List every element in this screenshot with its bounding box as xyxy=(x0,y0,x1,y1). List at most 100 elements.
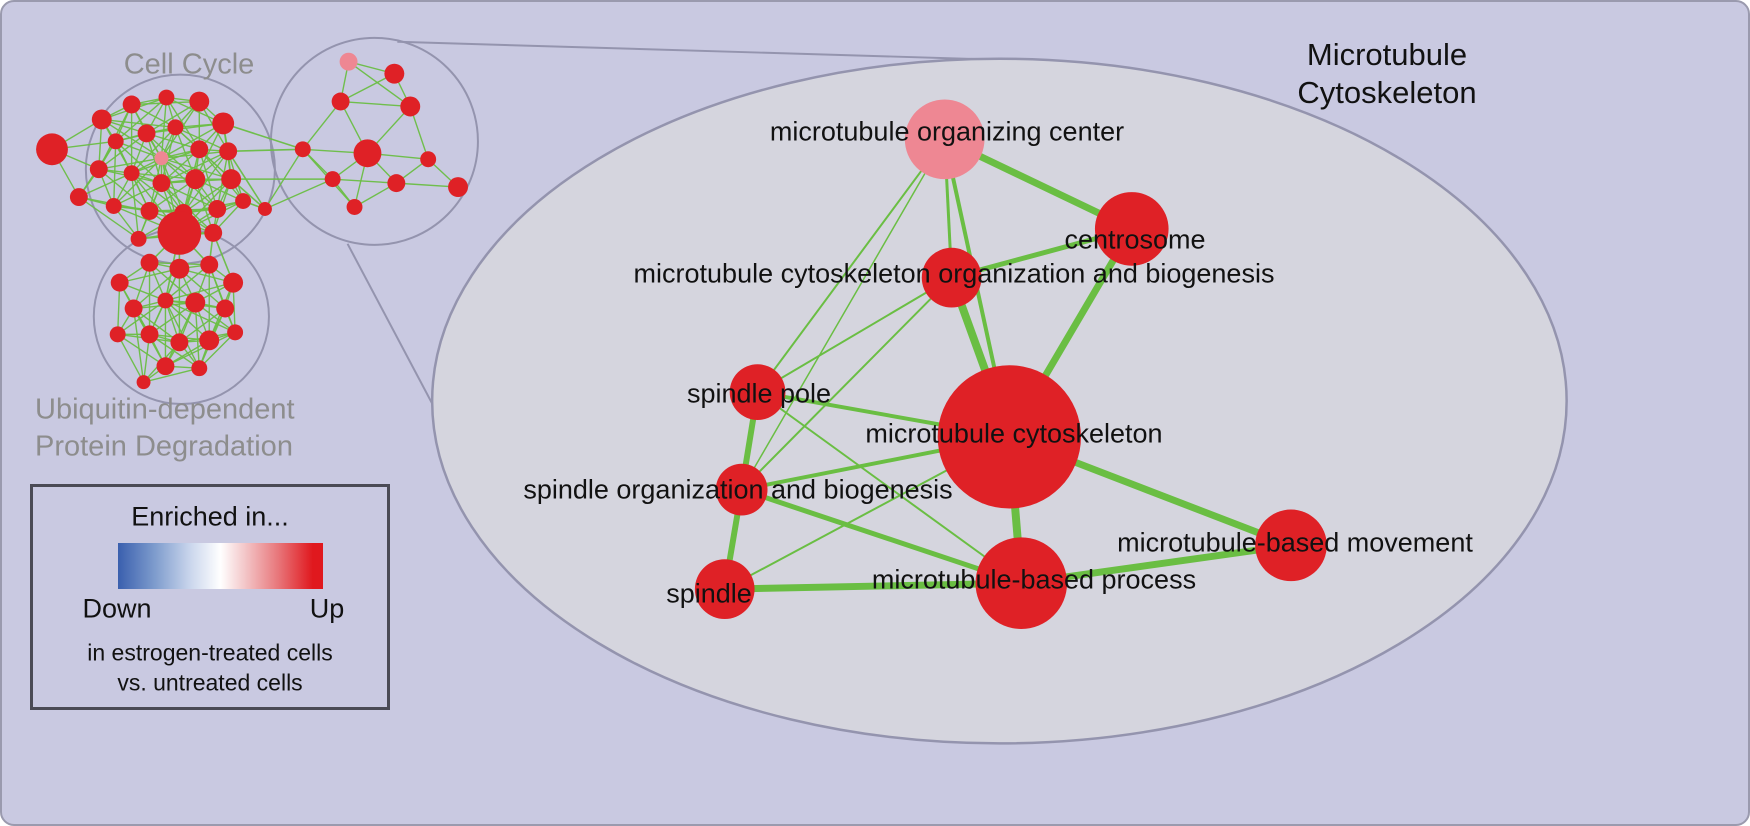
overview-node xyxy=(140,325,159,344)
overview-node xyxy=(384,63,405,84)
overview-node xyxy=(212,112,235,135)
overview-edge xyxy=(130,173,140,239)
overview-edge xyxy=(228,148,303,153)
overview-node xyxy=(122,95,141,114)
overview-node xyxy=(36,133,68,166)
overview-node xyxy=(223,272,244,293)
overview-edge xyxy=(115,97,167,142)
overview-node xyxy=(137,124,156,143)
overview-node xyxy=(216,299,235,318)
overview-edge xyxy=(161,150,229,184)
overview-node xyxy=(400,96,421,117)
overview-edge xyxy=(160,157,185,214)
zoom-edge-mtoc--spindle-pole xyxy=(756,138,946,393)
zoom-node-mtoc xyxy=(904,99,985,180)
overview-node xyxy=(227,324,244,341)
zoom-node-mt-movement xyxy=(1255,509,1327,582)
overview-node xyxy=(136,375,151,390)
overview-edge xyxy=(113,141,117,207)
overview-node xyxy=(190,140,209,159)
cluster-circle-microtubule xyxy=(269,36,479,246)
overview-edge xyxy=(131,126,176,174)
overview-node xyxy=(294,141,311,158)
overview-edge xyxy=(194,302,200,369)
overview-edge xyxy=(198,331,236,369)
overview-node xyxy=(346,199,363,215)
overview-edge xyxy=(160,127,177,184)
overview-edge xyxy=(101,118,176,129)
overview-node xyxy=(189,91,210,112)
overview-node xyxy=(152,174,171,193)
overview-node xyxy=(448,177,468,198)
overview-node xyxy=(324,171,341,188)
overview-edge xyxy=(146,132,200,150)
zoom-node-mco xyxy=(921,247,982,308)
overview-edge xyxy=(98,168,150,212)
overview-edge xyxy=(340,100,411,108)
overview-node xyxy=(91,109,112,130)
legend-down-label: Down xyxy=(82,593,152,624)
overview-node xyxy=(170,333,189,352)
overview-node xyxy=(353,139,382,168)
overview-edge xyxy=(117,334,145,383)
zoom-node-spindle xyxy=(694,559,755,619)
overview-edge xyxy=(198,148,244,202)
overview-node xyxy=(89,160,108,179)
overview-node xyxy=(339,52,358,71)
overview-node xyxy=(185,292,206,313)
overview-edge xyxy=(113,157,162,207)
legend-up-label: Up xyxy=(309,593,345,624)
overview-edge xyxy=(178,268,226,310)
overview-edge xyxy=(332,178,397,184)
overview-edge xyxy=(175,126,229,152)
overview-edge xyxy=(132,308,145,383)
overview-node xyxy=(169,258,190,279)
zoom-node-centrosome xyxy=(1094,192,1169,266)
zoom-node-spindle-pole xyxy=(729,364,786,420)
overview-edge xyxy=(182,150,229,214)
overview-node xyxy=(105,198,122,214)
overview-node xyxy=(199,330,220,351)
overview-edge xyxy=(165,331,236,367)
overview-node xyxy=(124,299,143,318)
zoom-node-mt-process xyxy=(975,537,1068,629)
overview-edge xyxy=(165,264,210,302)
overview-node xyxy=(157,210,202,255)
overview-edge xyxy=(178,307,226,343)
zoom-edge-mtoc--spindle-org xyxy=(741,138,946,491)
overview-node xyxy=(200,255,219,274)
overview-edge xyxy=(133,268,180,310)
overview-edge xyxy=(264,178,333,210)
overview-node xyxy=(158,89,175,106)
overview-node xyxy=(185,169,206,190)
legend: Enriched in... Down Up in estrogen-treat… xyxy=(30,484,390,710)
zoom-edge-spindle-org--mt-process xyxy=(740,487,1023,586)
overview-node xyxy=(387,174,406,193)
overview-node xyxy=(140,202,159,220)
overview-node xyxy=(420,151,437,168)
overview-node xyxy=(109,326,126,343)
overview-edge xyxy=(165,281,234,302)
cluster-circle-ubiquitin xyxy=(92,227,270,406)
overview-node xyxy=(219,142,238,161)
overview-edge xyxy=(98,132,147,170)
zoom-node-mt-cytoskeleton xyxy=(937,365,1081,509)
overview-node xyxy=(154,151,169,166)
legend-title: Enriched in... xyxy=(131,501,289,532)
overview-edge xyxy=(348,61,411,108)
overview-edge xyxy=(222,122,304,151)
overview-node xyxy=(156,357,175,376)
overview-node xyxy=(191,360,208,377)
overview-edge xyxy=(78,196,139,240)
enrichment-gradient-bar xyxy=(118,543,323,589)
zoom-node-spindle-org xyxy=(715,463,768,516)
magnifier-line xyxy=(397,40,1000,61)
overview-node xyxy=(110,273,129,292)
overview-edge xyxy=(117,299,166,335)
overview-node xyxy=(208,200,227,218)
overview-node xyxy=(107,133,124,150)
overview-edge xyxy=(117,333,166,367)
overview-node xyxy=(258,202,272,216)
